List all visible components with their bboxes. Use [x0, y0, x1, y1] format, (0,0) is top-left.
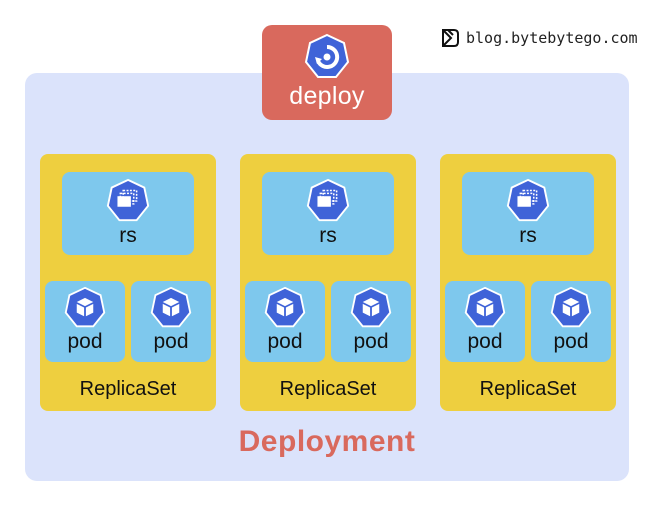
rs-label: rs	[319, 224, 337, 247]
bytebytego-logo-icon	[440, 27, 460, 49]
deploy-box: deploy	[262, 25, 392, 120]
rs-label: rs	[519, 224, 537, 247]
pod-label: pod	[153, 330, 189, 353]
pod-label: pod	[553, 330, 589, 353]
replicaset-3: rs pod pod	[440, 154, 616, 411]
pod-label: pod	[467, 330, 503, 353]
replicaset-icon	[505, 178, 551, 224]
replicaset-icon	[105, 178, 151, 224]
pod-box: pod	[45, 281, 125, 362]
replicaset-icon	[305, 178, 351, 224]
rs-box: rs	[462, 172, 594, 255]
pod-box: pod	[331, 281, 411, 362]
pod-box: pod	[131, 281, 211, 362]
pod-label: pod	[353, 330, 389, 353]
brand-text: blog.bytebytego.com	[466, 29, 638, 47]
replicaset-caption: ReplicaSet	[279, 378, 377, 400]
deploy-label: deploy	[289, 82, 365, 110]
brand[interactable]: blog.bytebytego.com	[440, 26, 638, 50]
pod-icon	[63, 286, 107, 330]
pod-icon	[149, 286, 193, 330]
replicaset-caption: ReplicaSet	[79, 378, 177, 400]
replicaset-2: rs pod pod	[240, 154, 416, 411]
rs-box: rs	[262, 172, 394, 255]
rs-label: rs	[119, 224, 137, 247]
deployment-label: Deployment	[238, 425, 416, 458]
pod-label: pod	[267, 330, 303, 353]
pod-icon	[463, 286, 507, 330]
rs-box: rs	[62, 172, 194, 255]
deployment-icon	[303, 33, 351, 81]
pod-icon	[349, 286, 393, 330]
replicaset-1: rs pod pod	[40, 154, 216, 411]
pod-icon	[263, 286, 307, 330]
pod-label: pod	[67, 330, 103, 353]
pod-box: pod	[445, 281, 525, 362]
pod-icon	[549, 286, 593, 330]
pod-box: pod	[531, 281, 611, 362]
replicaset-caption: ReplicaSet	[479, 378, 577, 400]
pod-box: pod	[245, 281, 325, 362]
